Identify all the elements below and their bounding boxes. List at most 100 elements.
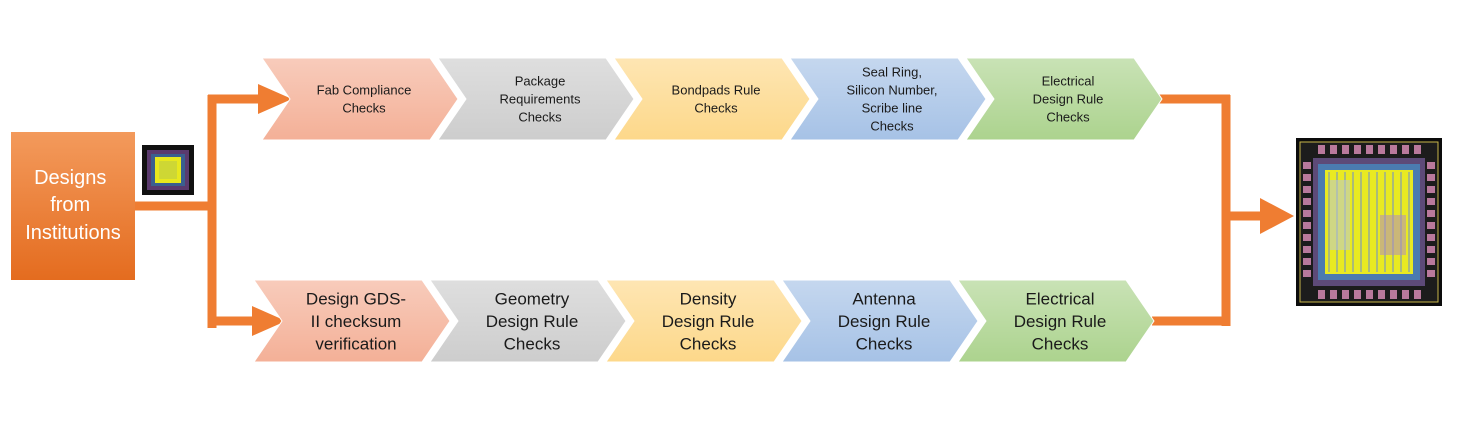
check-step-label-line: Design Rule: [662, 312, 755, 331]
source-box-shape: [11, 132, 135, 280]
check-step-label-line: Geometry: [495, 289, 570, 308]
source-label: Designs from Institutions: [25, 167, 121, 244]
chip-pad: [1427, 234, 1435, 241]
check-step-label-line: Checks: [1046, 110, 1090, 125]
chip-pad: [1427, 186, 1435, 193]
chip-pad: [1303, 246, 1311, 253]
check-step-label-line: Electrical: [1026, 289, 1095, 308]
chip-pad: [1366, 145, 1373, 154]
check-step-label-line: Electrical: [1042, 74, 1095, 89]
chevron-gloss: [790, 58, 986, 140]
chip-pad: [1427, 270, 1435, 277]
arrow-head-icon: [258, 84, 292, 114]
chip-pad: [1303, 234, 1311, 241]
check-step-label-line: Requirements: [500, 92, 581, 107]
chip-pad: [1378, 145, 1385, 154]
chip-pad: [1427, 210, 1435, 217]
chip-stripe: [1360, 172, 1362, 272]
chip-pad: [1354, 145, 1361, 154]
source-label-line: Institutions: [25, 222, 121, 244]
chevron-gloss: [262, 58, 458, 140]
arrow-head-icon: [1260, 198, 1294, 234]
chip-layout-thumbnail-icon: [142, 145, 194, 195]
chip-pad: [1427, 246, 1435, 253]
check-step-label-line: Checks: [342, 101, 386, 116]
check-step-label-line: II checksum: [311, 312, 402, 331]
chip-pad: [1390, 290, 1397, 299]
chip-pad: [1378, 290, 1385, 299]
chip-pad: [1402, 145, 1409, 154]
source-box: Designs from Institutions: [11, 132, 135, 280]
chip-pad: [1342, 290, 1349, 299]
check-step-label-line: Antenna: [852, 289, 916, 308]
chevron-gloss: [958, 280, 1154, 362]
source-label-line: Designs: [34, 167, 106, 189]
chip-pad: [1303, 258, 1311, 265]
check-step-label-line: Design Rule: [486, 312, 579, 331]
chip-pad: [1390, 145, 1397, 154]
check-step-label-line: Density: [680, 289, 737, 308]
chip-pad: [1414, 290, 1421, 299]
chevron-gloss: [606, 280, 802, 362]
check-step-label-line: Silicon Number,: [846, 83, 937, 98]
source-label-line: from: [50, 194, 90, 216]
chip-pad: [1303, 186, 1311, 193]
check-step-label-line: Seal Ring,: [862, 65, 922, 80]
chip-pad: [1303, 162, 1311, 169]
flow-connectors: [135, 84, 1294, 336]
arrow-head-icon: [252, 306, 286, 336]
check-step-label-line: Bondpads Rule: [672, 83, 761, 98]
chip-pad: [1402, 290, 1409, 299]
check-step-label-line: Package: [515, 74, 566, 89]
chip-pad: [1330, 145, 1337, 154]
check-step-label-line: Checks: [518, 110, 562, 125]
chip-pad: [1427, 222, 1435, 229]
chip-pads: [1303, 145, 1435, 299]
check-step-label-line: Scribe line: [862, 101, 923, 116]
chip-pad: [1303, 270, 1311, 277]
chip-pad: [1318, 290, 1325, 299]
check-step-label-line: Checks: [856, 334, 913, 353]
check-step-label-line: Checks: [680, 334, 737, 353]
check-step-label-line: verification: [315, 334, 396, 353]
check-step-label-line: Design Rule: [1033, 92, 1104, 107]
chevron-gloss: [614, 58, 810, 140]
chevron-gloss: [782, 280, 978, 362]
chip-pad: [1303, 174, 1311, 181]
check-step-label-line: Design Rule: [1014, 312, 1107, 331]
chip-pad: [1303, 198, 1311, 205]
chip-pad: [1427, 258, 1435, 265]
chip-pad: [1414, 145, 1421, 154]
chip-stripe: [1328, 172, 1330, 272]
check-step-label-line: Checks: [1032, 334, 1089, 353]
check-step-label-line: Fab Compliance: [317, 83, 412, 98]
check-step-label-line: Checks: [694, 101, 738, 116]
chip-pad: [1427, 198, 1435, 205]
chip-stripe: [1368, 172, 1370, 272]
chip-pad: [1318, 145, 1325, 154]
chip-pad: [1303, 210, 1311, 217]
check-step-label-line: Design Rule: [838, 312, 931, 331]
chip-pad: [1427, 162, 1435, 169]
chevron-gloss: [438, 58, 634, 140]
chip-pad: [1342, 145, 1349, 154]
